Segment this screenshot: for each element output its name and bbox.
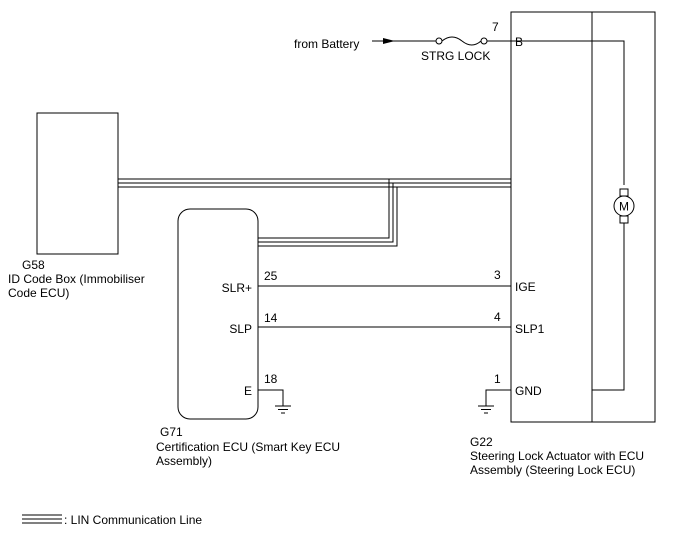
steering-actuator-box <box>591 11 656 423</box>
battery-label: from Battery <box>294 37 359 51</box>
pin-number-slp: 14 <box>264 311 278 325</box>
g71-ground-icon <box>275 405 291 414</box>
g58-name-line1: ID Code Box (Immobiliser <box>8 272 145 286</box>
lin-line-main <box>118 178 511 188</box>
legend-label: : LIN Communication Line <box>64 513 202 527</box>
fuse-terminal-right <box>480 37 488 45</box>
g71-ground-wire <box>258 389 284 406</box>
motor-brush-top <box>619 188 629 197</box>
motor-brush-bottom <box>619 215 629 224</box>
pin-number-e: 18 <box>264 372 278 386</box>
g58-name-line2: Code ECU) <box>8 286 69 300</box>
pin-name-slp1: SLP1 <box>515 322 545 336</box>
pin-number-slr: 25 <box>264 269 278 283</box>
motor-supply-wire <box>511 40 625 185</box>
pin-name-slp: SLP <box>229 322 252 336</box>
pin-name-gnd: GND <box>515 384 542 398</box>
lin-line-branch-2 <box>258 183 394 243</box>
pin-name-e: E <box>244 384 252 398</box>
motor-return-wire <box>592 223 625 391</box>
pin-number-ige: 3 <box>494 268 501 282</box>
g71-name-line1: Certification ECU (Smart Key ECU <box>156 440 340 454</box>
g22-code: G22 <box>470 435 493 449</box>
g22-ground-icon <box>478 405 494 414</box>
g71-code: G71 <box>160 425 183 439</box>
motor-symbol: M <box>619 200 629 214</box>
id-code-box <box>36 112 119 255</box>
lin-line-branch-1 <box>258 179 390 239</box>
pin-number-b: 7 <box>492 20 499 34</box>
g22-name-line2: Assembly (Steering Lock ECU) <box>470 463 635 477</box>
lin-line-branch-3 <box>258 187 398 247</box>
fuse-icon <box>441 36 482 46</box>
legend-lin-line-icon <box>22 514 62 524</box>
g22-name-line1: Steering Lock Actuator with ECU <box>470 449 644 463</box>
fuse-terminal-left <box>435 37 443 45</box>
pin-number-gnd: 1 <box>494 372 501 386</box>
g71-name-line2: Assembly) <box>156 454 212 468</box>
pin-name-ige: IGE <box>515 280 536 294</box>
pin-name-b: B <box>515 35 523 49</box>
g22-ground-wire <box>485 389 511 406</box>
pin-number-slp1: 4 <box>494 310 501 324</box>
certification-ecu-box <box>177 208 259 420</box>
pin-name-slr: SLR+ <box>222 281 252 295</box>
g58-code: G58 <box>22 258 45 272</box>
battery-arrow-icon <box>383 38 395 44</box>
steering-ecu-box <box>510 11 593 423</box>
fuse-label: STRG LOCK <box>421 49 490 63</box>
